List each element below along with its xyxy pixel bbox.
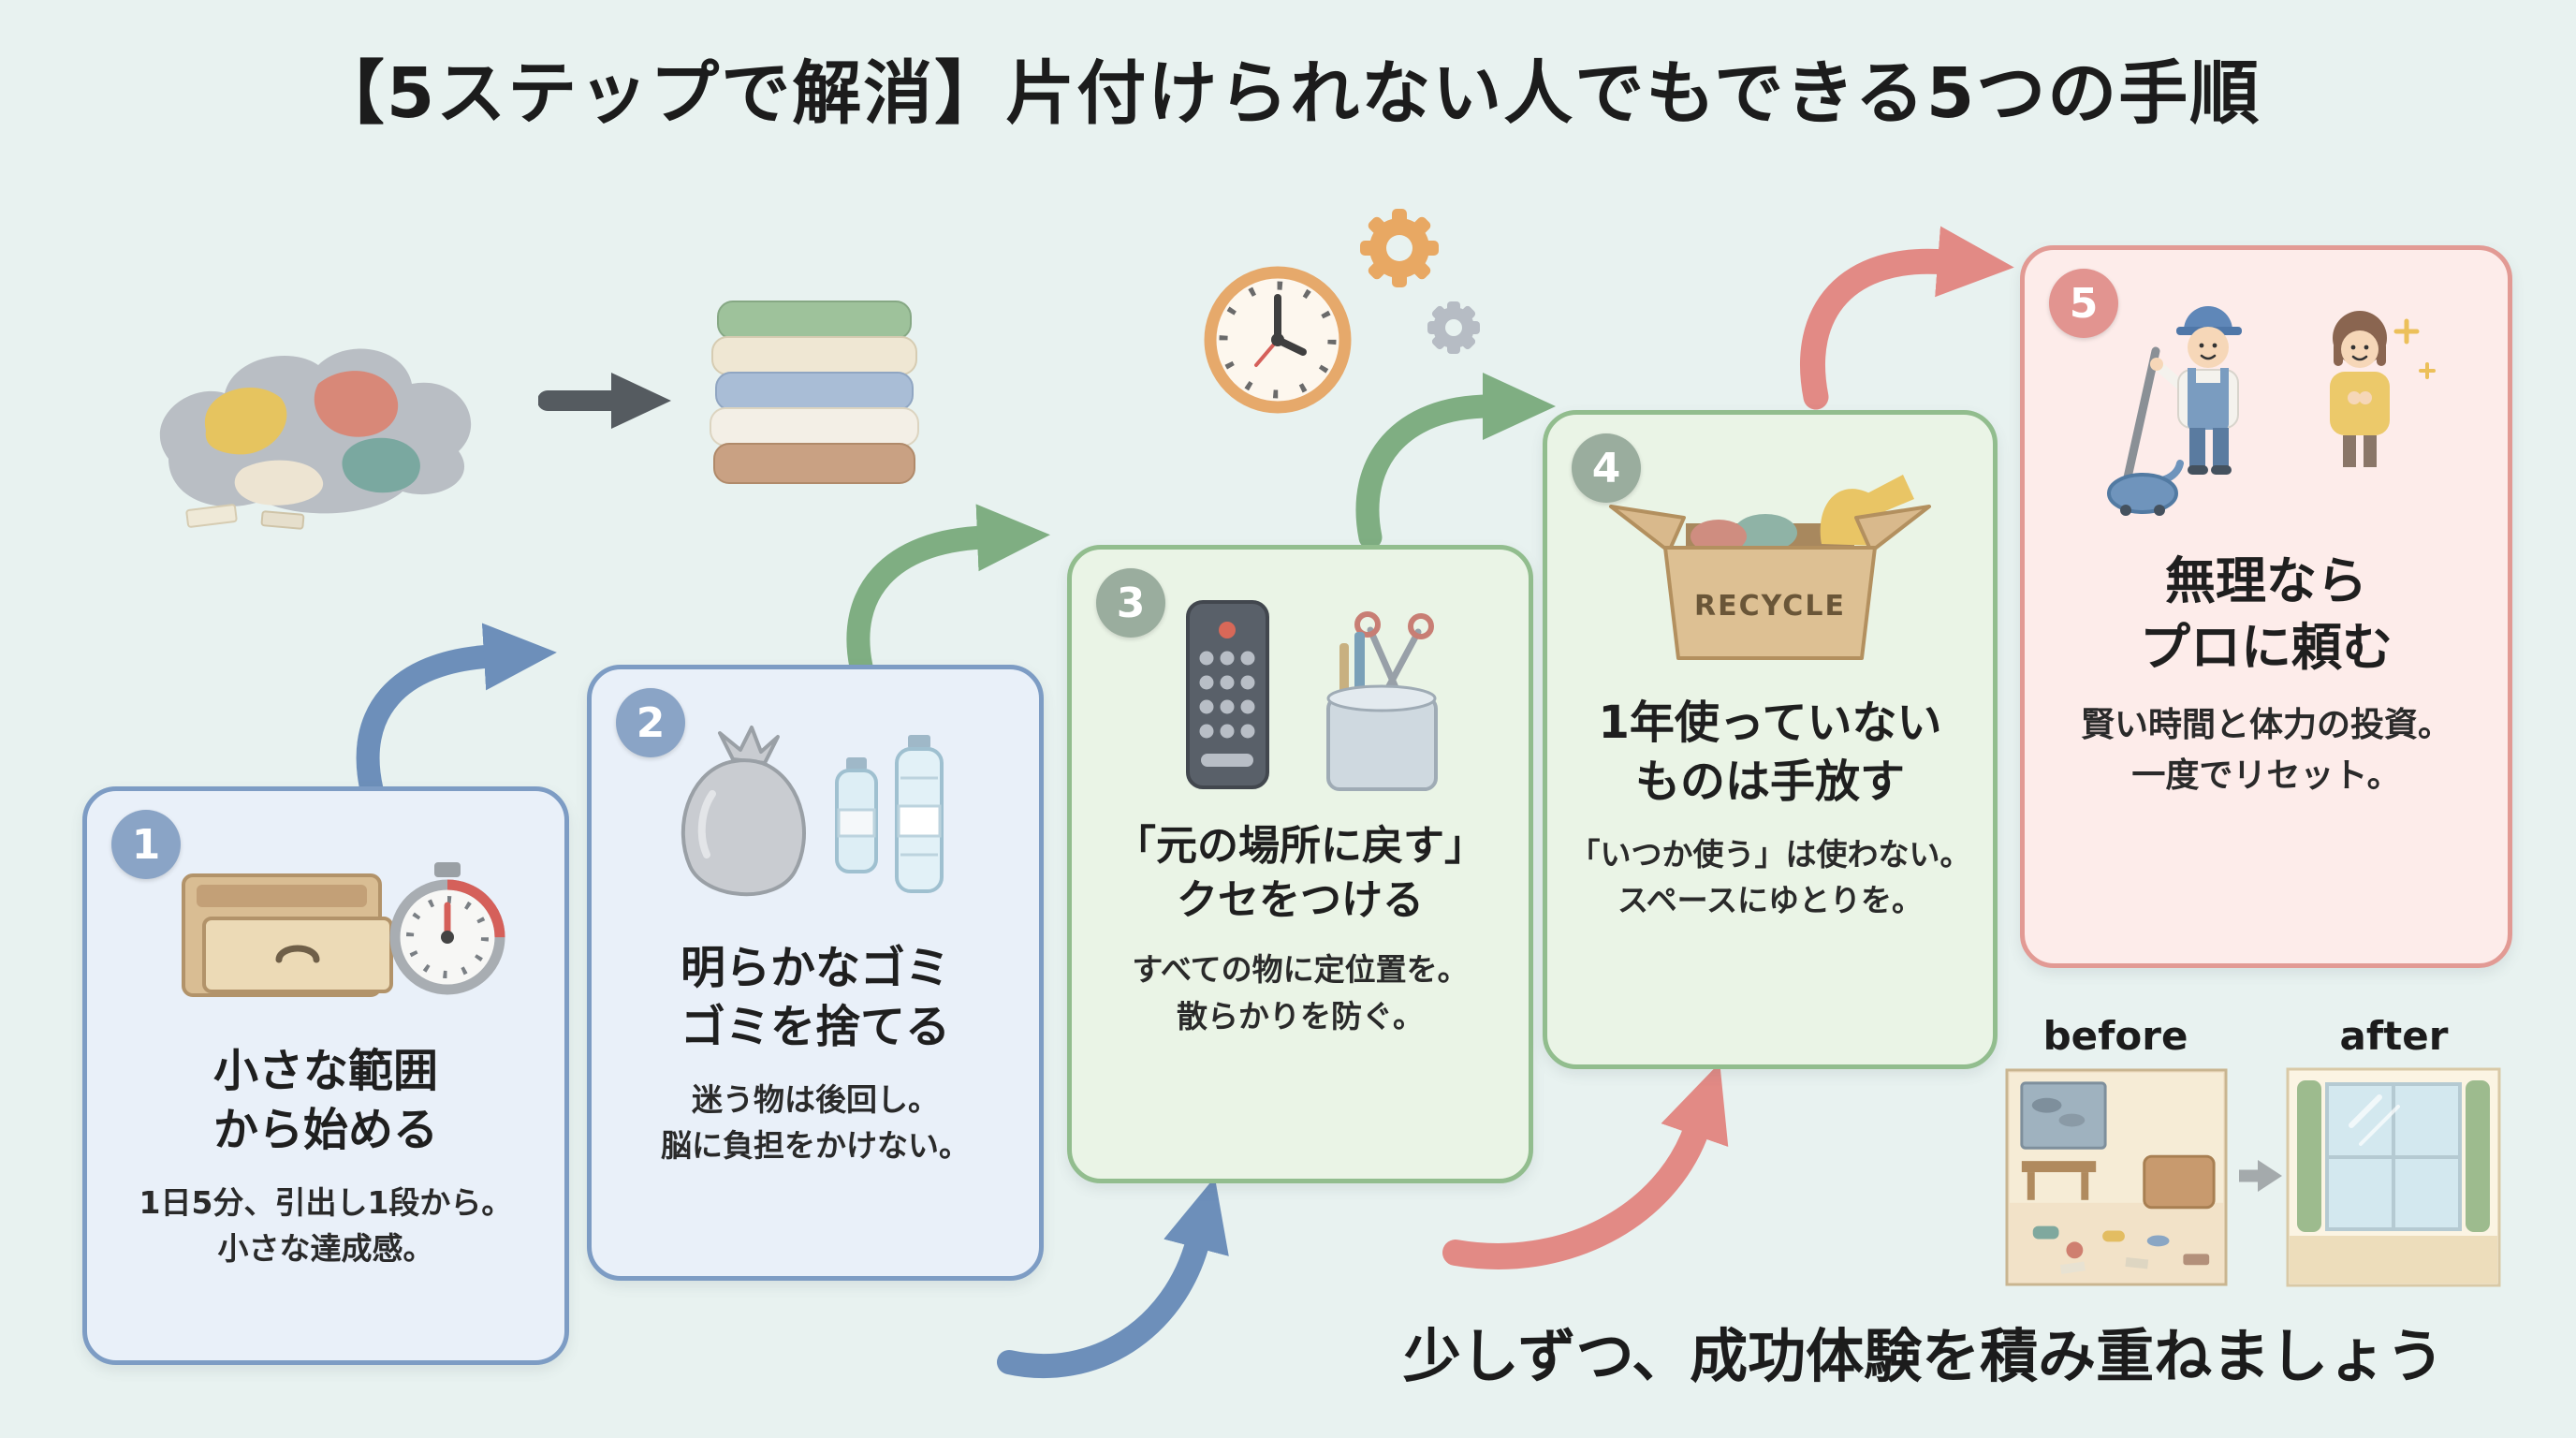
step-heading: 「元の場所に戻す」 クセをつける xyxy=(1115,822,1486,925)
footer-message: 少しずつ、成功体験を積み重ねましょう xyxy=(1402,1322,2445,1390)
arrow-step2-to-step3 xyxy=(846,504,1050,679)
step-card-1: 1 小さな範囲 から始める 1日5分、引出し1段から。 小さな達成感。 xyxy=(82,786,569,1365)
after-room-illustration xyxy=(2286,1067,2501,1287)
arrow-step1-to-step2 xyxy=(356,623,557,801)
clock-icon xyxy=(1204,266,1352,414)
arrow-step4-to-step5 xyxy=(1800,226,2014,410)
gears-icon xyxy=(1360,209,1480,354)
remote-pen-cup-icon xyxy=(1132,585,1469,804)
step-card-5: 5 xyxy=(2020,245,2512,968)
step-number-badge: 3 xyxy=(1096,568,1165,638)
step-heading: 小さな範囲 から始める xyxy=(212,1045,438,1157)
after-label: after xyxy=(2339,1013,2449,1059)
step-number-badge: 5 xyxy=(2049,269,2118,338)
svg-text:RECYCLE: RECYCLE xyxy=(1694,590,1846,623)
before-room-illustration xyxy=(2005,1068,2228,1286)
folded-clothes-illustration xyxy=(710,301,919,484)
arrow-bottom-red xyxy=(1442,1063,1729,1269)
cleaning-pro-icon xyxy=(2070,286,2463,533)
recycle-box-icon: RECYCLE xyxy=(1592,450,1948,679)
page-title: 【5ステップで解消】片付けられない人でもできる5つの手順 xyxy=(315,53,2261,134)
step-body: 「いつか使う」は使わない。 スペースにゆとりを。 xyxy=(1569,835,1971,919)
trash-bag-bottles-icon xyxy=(647,705,984,924)
step-body: 1日5分、引出し1段から。 小さな達成感。 xyxy=(139,1183,513,1268)
step-body: すべての物に定位置を。 散らかりを防ぐ。 xyxy=(1132,951,1469,1034)
step-heading: 無理なら プロに頼む xyxy=(2140,551,2393,678)
step-heading: 明らかなゴミ ゴミを捨てる xyxy=(680,942,950,1054)
arrow-step3-to-step4 xyxy=(1355,373,1556,550)
step-body: 迷う物は後回し。 脳に負担をかけない。 xyxy=(661,1080,970,1165)
step-body: 賢い時間と体力の投資。 一度でリセット。 xyxy=(2080,705,2452,795)
arrow-bottom-blue xyxy=(997,1177,1229,1378)
step-card-2: 2 明らかなゴミ ゴミを捨てる 迷う物は後回し。 脳に負担をかけない。 xyxy=(587,665,1044,1281)
messy-clothes-pile-illustration xyxy=(159,348,472,530)
step-number-badge: 1 xyxy=(111,810,181,879)
step-card-3: 3 「元の場所に戻 xyxy=(1067,545,1533,1183)
fold-arrow-icon xyxy=(538,373,671,429)
before-after-arrow-icon xyxy=(2239,1160,2282,1192)
before-label: before xyxy=(2042,1013,2188,1059)
drawer-timer-icon xyxy=(139,827,513,1027)
step-heading: 1年使っていない ものは手放す xyxy=(1598,697,1942,809)
step-number-badge: 2 xyxy=(616,688,685,757)
step-number-badge: 4 xyxy=(1572,433,1641,503)
step-card-4: 4 RECYCLE 1年使っていない ものは手放す 「いつか使う」は使わない。 … xyxy=(1543,410,1998,1069)
